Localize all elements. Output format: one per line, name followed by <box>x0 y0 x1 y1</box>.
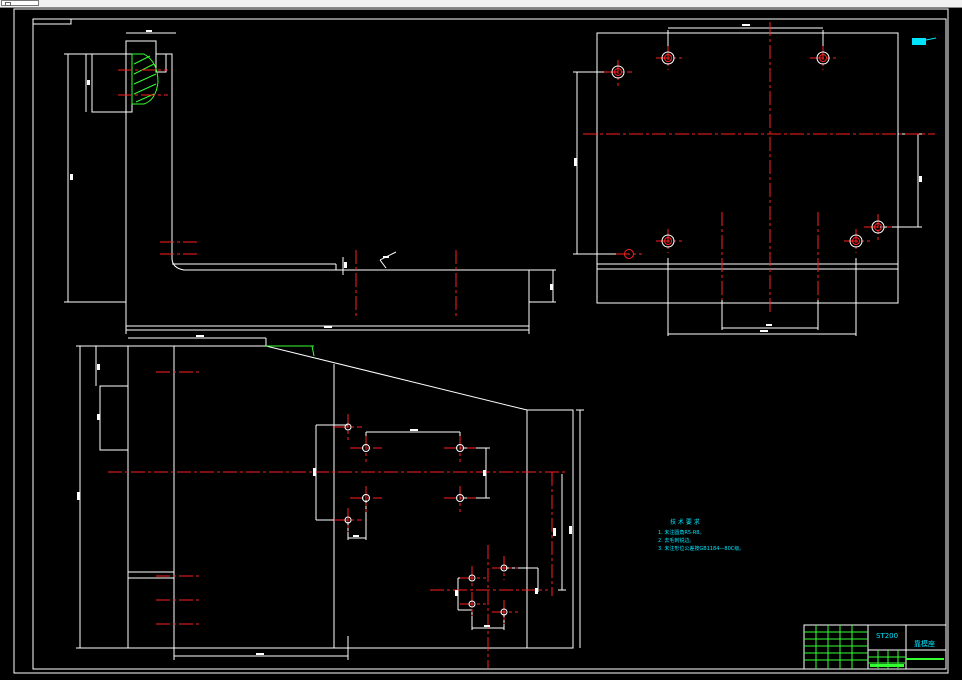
side-view-hatch <box>131 53 159 105</box>
window-top-strip <box>0 0 962 8</box>
roughness-symbol <box>912 38 926 45</box>
plate-view <box>573 27 922 336</box>
tech-req-heading: 技 术 要 求 <box>670 518 700 526</box>
plate-view-dimension-text <box>574 24 922 332</box>
side-view-dimension-text <box>70 30 553 328</box>
frame-corner-tag <box>32 18 72 25</box>
tab-icon <box>5 2 11 6</box>
front-view-centerlines <box>108 371 565 668</box>
drawing-number: ST200 <box>876 632 898 640</box>
title-block <box>803 624 947 670</box>
front-view-chamfer-tick <box>311 345 315 357</box>
front-view-holes <box>344 423 508 616</box>
tech-req-item-1: 1. 未注圆角R5-R8。 <box>658 529 704 536</box>
title-block-fill-row <box>906 658 944 660</box>
tech-req-item-3: 3. 未注形位公差按GB1184—80C级。 <box>658 545 744 552</box>
side-view <box>64 32 556 334</box>
tech-req-item-2: 2. 去毛刺锐边。 <box>658 537 694 544</box>
outer-sheet-border <box>13 8 949 674</box>
plate-view-holes <box>611 51 885 259</box>
side-view-centerlines <box>118 69 457 316</box>
plate-view-centerlines <box>583 22 935 312</box>
technical-requirements: 技 术 要 求 1. 未注圆角R5-R8。 2. 去毛刺锐边。 3. 未注形位公… <box>658 518 744 552</box>
part-name: 靠模座 <box>914 639 935 648</box>
title-block-grid <box>804 625 906 669</box>
drawing-tab[interactable] <box>1 0 39 6</box>
inner-frame-border <box>32 18 947 670</box>
front-view-dimension-text <box>77 335 572 655</box>
front-view <box>76 337 584 660</box>
title-block-spec-row <box>870 664 904 667</box>
roughness-leader <box>925 37 937 41</box>
